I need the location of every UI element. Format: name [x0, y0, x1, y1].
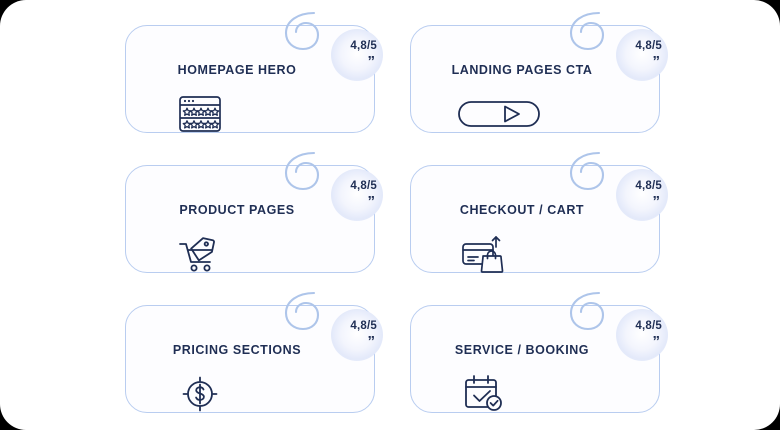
- shopping-cart-tag-icon: [174, 232, 226, 276]
- rating-score: 4,8/5: [350, 179, 377, 192]
- card-title: CHECKOUT / CART: [459, 203, 585, 217]
- rating-score: 4,8/5: [350, 39, 377, 52]
- card-homepage-hero[interactable]: 4,8/5 ” HOMEPAGE HERO: [125, 11, 383, 136]
- card-title: LANDING PAGES CTA: [451, 63, 593, 77]
- browser-window-stars-icon: [174, 92, 226, 136]
- quote-mark-icon: ”: [367, 53, 376, 71]
- cta-play-button-icon: [449, 92, 549, 136]
- card-checkout-cart[interactable]: 4,8/5 ” CHECKOUT / CART: [410, 151, 668, 276]
- card-product-pages[interactable]: 4,8/5 ” PRODUCT PAGES: [125, 151, 383, 276]
- swirl-decoration-icon: [559, 9, 621, 61]
- card-service-booking[interactable]: 4,8/5 ” SERVICE / BOOKING: [410, 291, 668, 416]
- quote-mark-icon: ”: [652, 333, 661, 351]
- card-title: SERVICE / BOOKING: [454, 343, 590, 357]
- rating-badge: 4,8/5 ”: [331, 29, 383, 81]
- card-title: HOMEPAGE HERO: [177, 63, 297, 77]
- swirl-decoration-icon: [274, 9, 336, 61]
- rating-score: 4,8/5: [635, 179, 662, 192]
- card-landing-pages-cta[interactable]: 4,8/5 ” LANDING PAGES CTA: [410, 11, 668, 136]
- swirl-decoration-icon: [559, 289, 621, 341]
- rating-score: 4,8/5: [635, 39, 662, 52]
- quote-mark-icon: ”: [367, 193, 376, 211]
- swirl-decoration-icon: [274, 289, 336, 341]
- card-title: PRODUCT PAGES: [179, 203, 295, 217]
- card-title: PRICING SECTIONS: [172, 343, 302, 357]
- rating-badge: 4,8/5 ”: [331, 309, 383, 361]
- rating-badge: 4,8/5 ”: [616, 309, 668, 361]
- quote-mark-icon: ”: [652, 193, 661, 211]
- quote-mark-icon: ”: [367, 333, 376, 351]
- swirl-decoration-icon: [274, 149, 336, 201]
- card-pricing-sections[interactable]: 4,8/5 ” PRICING SECTIONS: [125, 291, 383, 416]
- credit-card-bag-icon: [459, 232, 511, 276]
- card-grid: 4,8/5 ” HOMEPAGE HERO: [125, 11, 668, 416]
- rating-score: 4,8/5: [350, 319, 377, 332]
- quote-mark-icon: ”: [652, 53, 661, 71]
- rating-score: 4,8/5: [635, 319, 662, 332]
- swirl-decoration-icon: [559, 149, 621, 201]
- dollar-coin-target-icon: [174, 372, 226, 416]
- rating-badge: 4,8/5 ”: [616, 29, 668, 81]
- calendar-check-icon: [459, 372, 511, 416]
- rating-badge: 4,8/5 ”: [331, 169, 383, 221]
- rating-badge: 4,8/5 ”: [616, 169, 668, 221]
